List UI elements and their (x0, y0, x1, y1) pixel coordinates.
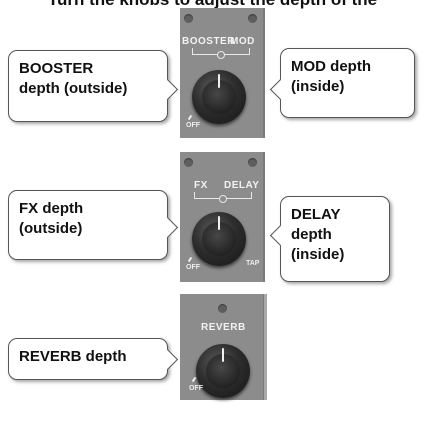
off-mark (187, 114, 193, 121)
callout-booster-depth: BOOSTER depth (outside) (8, 50, 168, 122)
led-indicator (248, 14, 257, 23)
callout-line: DELAY (291, 206, 341, 223)
off-mark (191, 376, 197, 383)
reverb-knob[interactable] (196, 344, 250, 398)
led-indicator (184, 14, 193, 23)
led-indicator (248, 158, 257, 167)
callout-mod-depth: MOD depth (inside) (280, 48, 415, 118)
concentric-mark (217, 51, 225, 59)
booster-mod-panel: BOOSTER MOD OFF (180, 8, 265, 138)
mod-label: MOD (230, 36, 255, 47)
off-label: OFF (186, 122, 200, 129)
callout-line: REVERB depth (19, 348, 127, 365)
concentric-mark (219, 195, 227, 203)
booster-label: BOOSTER (182, 36, 235, 47)
off-label: OFF (186, 264, 200, 271)
delay-label: DELAY (224, 180, 260, 191)
callout-delay-depth: DELAY depth (inside) (280, 196, 390, 282)
led-indicator (218, 304, 227, 313)
knob-pointer (218, 216, 220, 230)
page-title: Turn the knobs to adjust the depth of th… (0, 0, 425, 9)
callout-line: depth (291, 226, 332, 243)
callout-line: (inside) (291, 246, 345, 263)
callout-reverb-depth: REVERB depth (8, 338, 168, 380)
off-mark (187, 256, 193, 263)
callout-line: MOD depth (291, 58, 371, 75)
booster-mod-knob[interactable] (192, 70, 246, 124)
fx-delay-knob[interactable] (192, 212, 246, 266)
fx-delay-panel: FX DELAY OFF TAP (180, 152, 265, 282)
reverb-label: REVERB (201, 322, 246, 333)
callout-line: (outside) (19, 220, 83, 237)
tap-label: TAP (246, 260, 260, 267)
reverb-panel: REVERB OFF (180, 294, 265, 400)
fx-label: FX (194, 180, 208, 191)
led-indicator (184, 158, 193, 167)
panel-divider (264, 294, 267, 400)
knob-pointer (218, 74, 220, 88)
callout-line: BOOSTER (19, 60, 94, 77)
callout-line: FX depth (19, 200, 84, 217)
knob-pointer (222, 348, 224, 362)
callout-line: depth (outside) (19, 80, 128, 97)
off-label: OFF (189, 385, 203, 392)
callout-line: (inside) (291, 78, 345, 95)
callout-fx-depth: FX depth (outside) (8, 190, 168, 260)
